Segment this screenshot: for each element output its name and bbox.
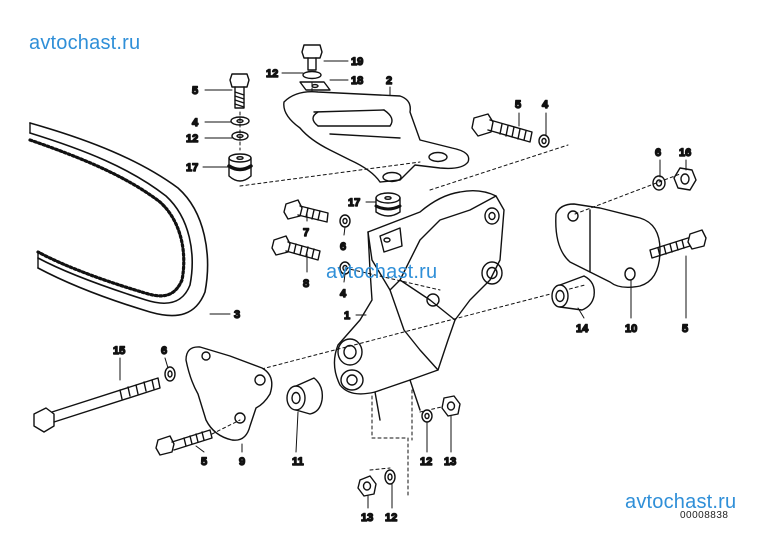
callout-18: 18: [351, 75, 363, 87]
callout-12: 12: [186, 133, 198, 145]
callout-5: 5: [682, 323, 688, 335]
callout-12: 12: [420, 456, 432, 468]
callout-14: 14: [576, 323, 589, 335]
callout-4: 4: [542, 99, 549, 111]
callout-11: 11: [292, 456, 304, 468]
top-left-mount-stack: [227, 73, 253, 182]
callout-5: 5: [192, 85, 198, 97]
callout-12: 12: [266, 68, 278, 80]
callout-13: 13: [444, 456, 456, 468]
callout-16: 16: [679, 147, 691, 159]
callout-7: 7: [303, 227, 309, 239]
right-bolt-stack-5-4: [471, 113, 550, 148]
callout-1: 1: [344, 310, 350, 322]
drawing-number: 00008838: [680, 510, 729, 521]
left-plate-part-9: [33, 346, 324, 456]
callout-5: 5: [515, 99, 521, 111]
callout-17: 17: [186, 162, 198, 174]
callout-10: 10: [625, 323, 637, 335]
callout-6: 6: [655, 147, 661, 159]
assembly-line-right-top: [429, 144, 569, 191]
callout-9: 9: [239, 456, 245, 468]
callout-4: 4: [192, 117, 199, 129]
callout-6: 6: [340, 241, 346, 253]
leader-lines: [119, 60, 687, 509]
callout-15: 15: [113, 345, 125, 357]
callout-5: 5: [201, 456, 207, 468]
bolt-8-line: [344, 267, 441, 291]
watermark-top: avtochast.ru: [29, 32, 141, 54]
watermark-center: avtochast.ru: [326, 261, 438, 283]
watermark-bottom: avtochast.ru: [625, 491, 737, 513]
callout-12: 12: [385, 512, 397, 524]
pivot-axis-line: [249, 284, 586, 373]
callout-4: 4: [340, 288, 347, 300]
assembly-line-top: [239, 161, 421, 187]
main-bracket-part-1: [333, 189, 505, 421]
callout-8: 8: [303, 278, 309, 290]
callout-2: 2: [386, 75, 392, 87]
upper-bracket-part-2: [283, 44, 470, 183]
callout-19: 19: [351, 56, 363, 68]
callout-6: 6: [161, 345, 167, 357]
v-belt-part-3: [28, 122, 209, 317]
mid-rubber-mount-17: [374, 192, 402, 217]
callout-17: 17: [348, 197, 360, 209]
callout-labels: 5 4 12 17 12 19 18 2 5 4 6 16 17 7 6 8 4…: [112, 55, 692, 524]
callout-3: 3: [234, 309, 240, 321]
lower-stud-line: [371, 395, 409, 497]
right-plate-part-10: [551, 167, 707, 311]
callout-13: 13: [361, 512, 373, 524]
lower-fasteners: [357, 395, 461, 497]
